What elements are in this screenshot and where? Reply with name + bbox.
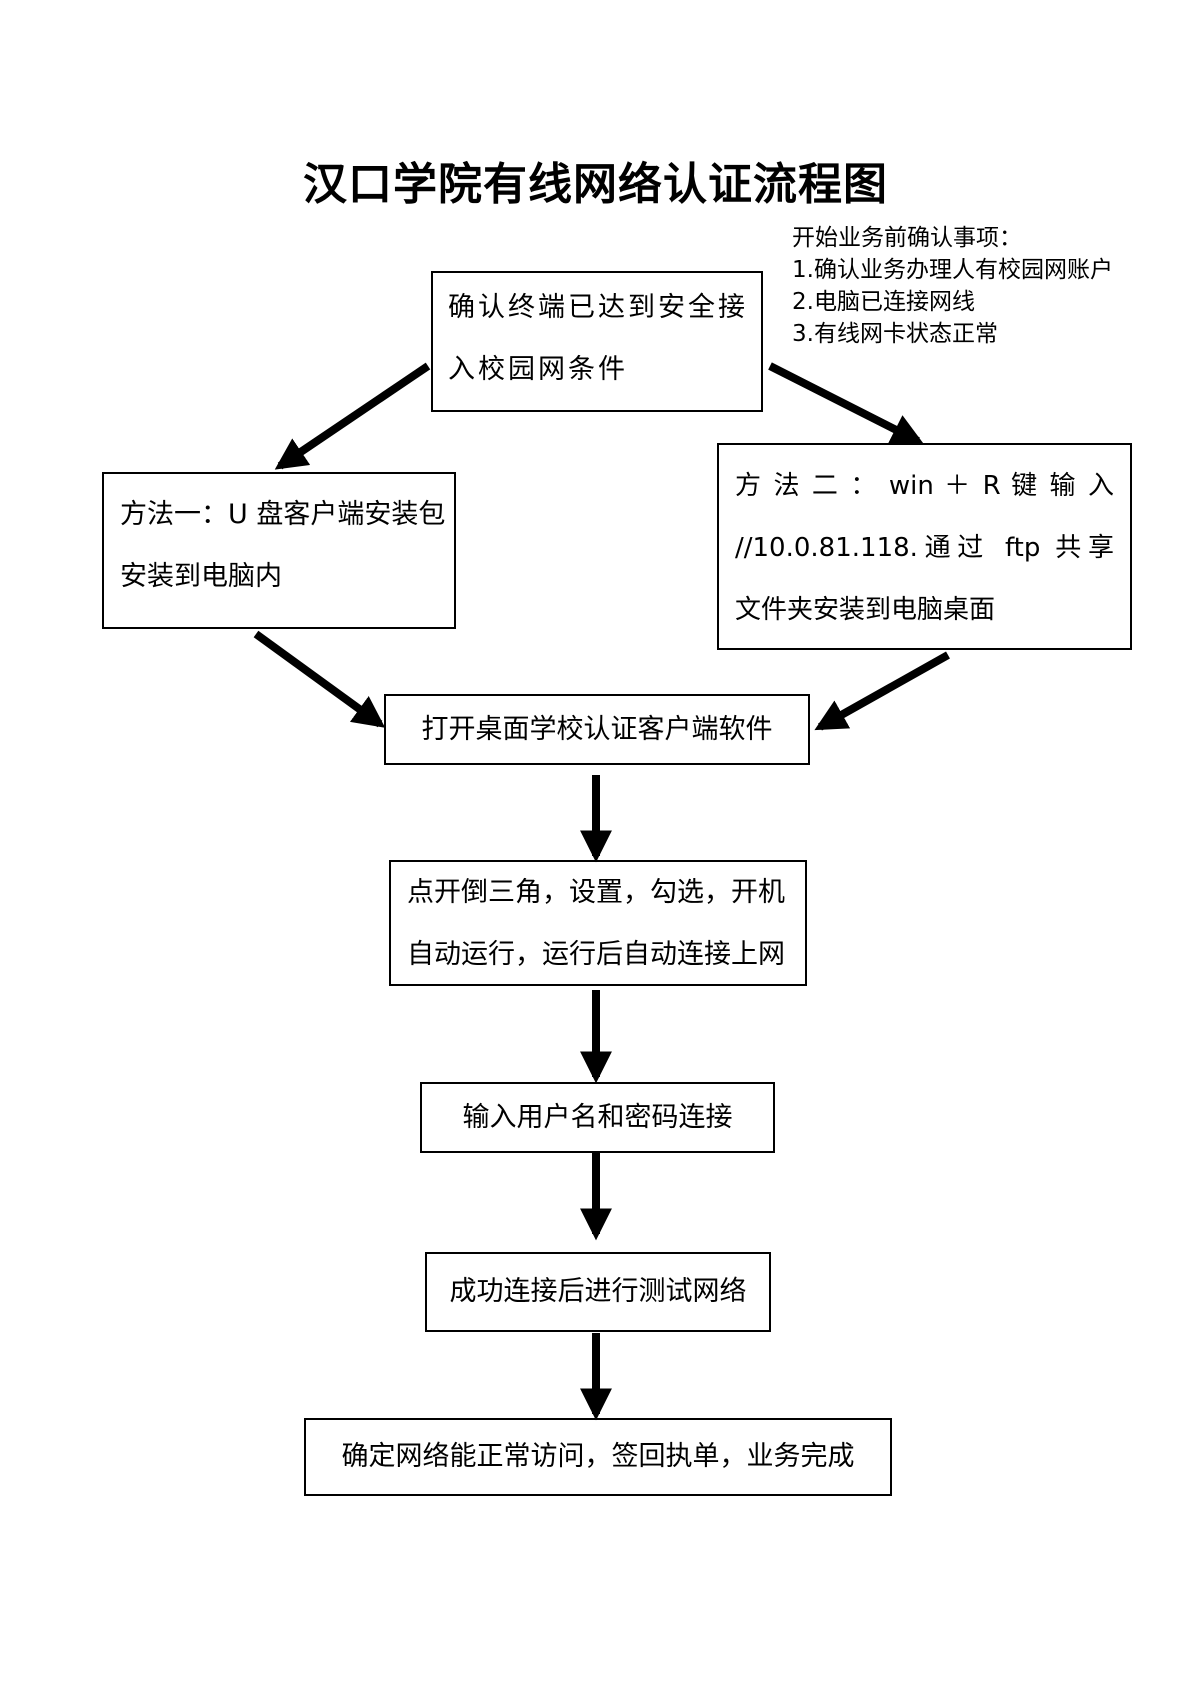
notes-item: 1.确认业务办理人有校园网账户 — [792, 257, 1113, 283]
arrow-method-two-to-client — [814, 651, 950, 731]
step-settings: 点开倒三角，设置，勾选，开机 自动运行，运行后自动连接上网 — [389, 860, 807, 986]
step-text: 安装到电脑内 — [120, 561, 282, 592]
arrow-to-method-one — [274, 362, 431, 470]
notes-item: 2.电脑已连接网线 — [792, 289, 975, 315]
step-text: 方法一：U 盘客户端安装包 — [120, 499, 446, 530]
arrow-method-one-to-client — [253, 630, 386, 728]
arrow-to-method-two — [768, 362, 924, 445]
precheck-notes: 开始业务前确认事项： 1.确认业务办理人有校园网账户 2.电脑已连接网线 3.有… — [792, 222, 1184, 350]
notes-heading: 开始业务前确认事项： — [792, 225, 1022, 251]
step-text: 方 法 二 ： win ＋ R 键 输 入 — [735, 471, 1114, 501]
step-text: 确认终端已达到安全接 — [448, 292, 748, 323]
step-confirm-terminal: 确认终端已达到安全接 入校园网条件 — [431, 271, 763, 412]
step-text: 自动运行，运行后自动连接上网 — [407, 939, 785, 970]
step-text: 点开倒三角，设置，勾选，开机 — [407, 877, 785, 908]
step-text: 文件夹安装到电脑桌面 — [735, 595, 996, 625]
step-text: 入校园网条件 — [448, 354, 628, 385]
step-finish: 确定网络能正常访问，签回执单，业务完成 — [304, 1418, 892, 1496]
notes-item: 3.有线网卡状态正常 — [792, 321, 998, 347]
step-method-one: 方法一：U 盘客户端安装包 安装到电脑内 — [102, 472, 456, 629]
step-open-client: 打开桌面学校认证客户端软件 — [384, 694, 810, 765]
step-text: //10.0.81.118.通过 ftp 共享 — [735, 533, 1114, 563]
step-method-two: 方 法 二 ： win ＋ R 键 输 入 //10.0.81.118.通过 f… — [717, 443, 1132, 650]
step-login: 输入用户名和密码连接 — [420, 1082, 775, 1153]
step-test: 成功连接后进行测试网络 — [425, 1252, 771, 1332]
page-title: 汉口学院有线网络认证流程图 — [303, 159, 888, 210]
